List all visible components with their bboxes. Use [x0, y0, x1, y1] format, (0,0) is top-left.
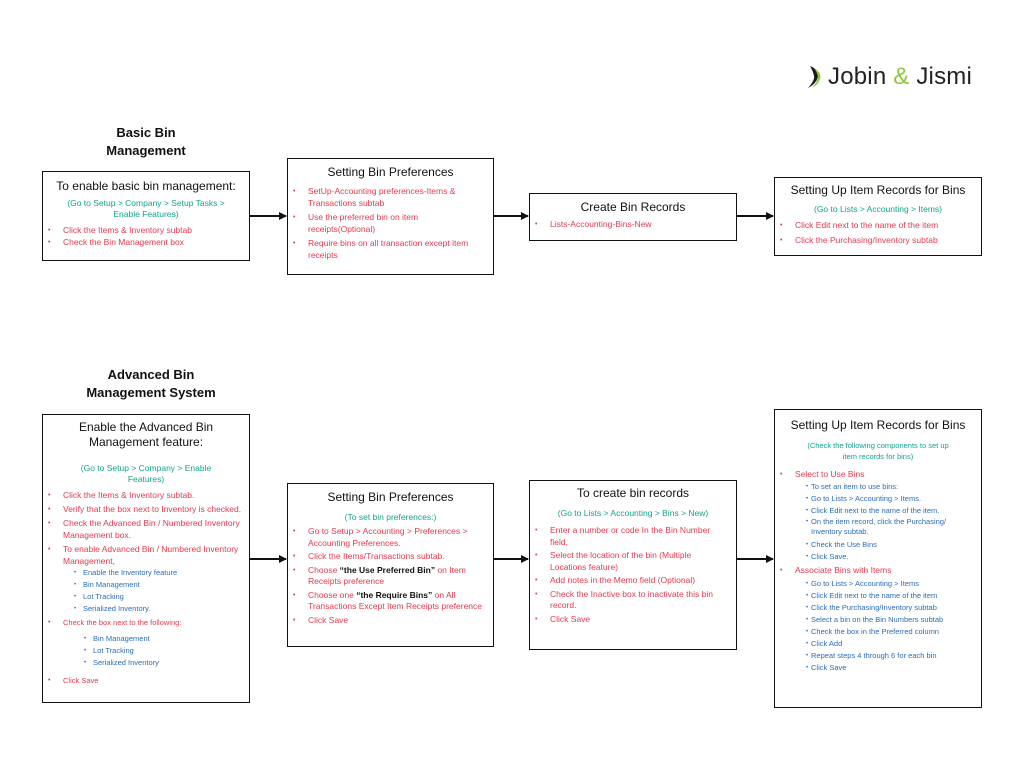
- list-item: Select to Use Bins: [775, 469, 975, 481]
- advanced-create-records-box: To create bin records (Go to Lists > Acc…: [529, 480, 737, 650]
- advanced-item-records-box: Setting Up Item Records for Bins (Check …: [774, 409, 982, 708]
- sub-list-item: Go to Lists > Accounting > Items: [775, 578, 975, 590]
- list-item: Choose one “the Require Bins” on All Tra…: [288, 590, 485, 613]
- sub-list-item: To set an item to use bins:: [775, 481, 975, 493]
- logo-text: Jobin & Jismi: [828, 63, 972, 90]
- box-heading: To create bin records: [576, 486, 690, 500]
- sub-list-item: Serialized Inventory.: [43, 603, 243, 615]
- advanced-section-title: Advanced Bin Management System: [86, 367, 216, 400]
- step-list: Go to Setup > Accounting > Preferences >…: [288, 526, 493, 626]
- list-item: Click Save: [288, 615, 485, 627]
- sub-list-item: Click Save.: [775, 551, 975, 563]
- sub-list-item: Repeat steps 4 through 6 for each bin: [775, 650, 975, 662]
- list-item: Check the Advanced Bin / Numbered Invent…: [43, 518, 243, 541]
- box-heading: Enable the Advanced Bin Management featu…: [78, 420, 214, 449]
- sub-list-item: Lot Tracking: [43, 591, 243, 603]
- sub-list-item: Click Edit next to the name of the item: [775, 590, 975, 602]
- box-note: (To set bin preferences:): [344, 512, 437, 522]
- list-item: Click the Purchasing/Inventory subtab: [775, 235, 981, 247]
- list-item: Check the Bin Management box: [43, 237, 249, 249]
- list-item: Associate Bins with Items: [775, 565, 975, 577]
- list-item: Check the Inactive box to inactivate thi…: [530, 589, 728, 612]
- step-list: Click the Items & Inventory subtab. Veri…: [43, 490, 249, 686]
- sub-list-item: Check the box in the Preferred column: [775, 626, 975, 638]
- box-heading: Setting Up Item Records for Bins: [790, 418, 966, 432]
- sub-list-item: On the item record, click the Purchasing…: [775, 517, 975, 537]
- list-item: Go to Setup > Accounting > Preferences >…: [288, 526, 485, 549]
- box-heading: Create Bin Records: [580, 200, 686, 214]
- basic-create-records-box: Create Bin Records Lists-Accounting-Bins…: [529, 193, 737, 241]
- logo-mark-icon: [806, 64, 824, 90]
- step-list: Enter a number or code In the Bin Number…: [530, 525, 736, 625]
- box-heading: Setting Bin Preferences: [327, 165, 454, 179]
- list-item: Require bins on all transaction except i…: [288, 238, 485, 261]
- sub-list-item: Serialized Inventory: [43, 657, 243, 669]
- list-item: Click Edit next to the name of the item: [775, 220, 981, 232]
- sub-list-item: Click the Purchasing/Inventory subtab: [775, 602, 975, 614]
- list-item: SetUp-Accounting preferences-Items & Tra…: [288, 186, 485, 209]
- basic-item-records-box: Setting Up Item Records for Bins (Go to …: [774, 177, 982, 256]
- basic-section-title: Basic Bin Management: [106, 125, 186, 158]
- sub-list-item: Enable the Inventory feature: [43, 567, 243, 579]
- list-item: Click Save: [43, 675, 243, 687]
- sub-list-item: Click Add: [775, 638, 975, 650]
- basic-preferences-box: Setting Bin Preferences SetUp-Accounting…: [287, 158, 494, 275]
- list-item: Click the Items & Inventory subtab.: [43, 490, 243, 502]
- list-item: Click Save: [530, 614, 728, 626]
- advanced-preferences-box: Setting Bin Preferences (To set bin pref…: [287, 483, 494, 647]
- box-note: (Go to Lists > Accounting > Bins > New): [557, 508, 709, 518]
- list-item: Lists-Accounting-Bins-New: [530, 219, 736, 231]
- list-item: Add notes in the Memo field (Optional): [530, 575, 728, 587]
- list-item: Click the Items/Transactions subtab.: [288, 551, 485, 563]
- sub-list-item: Click Edit next to the name of the item.: [775, 505, 975, 517]
- list-item: Click the Items & Inventory subtab: [43, 225, 249, 237]
- sub-list-item: Check the Use Bins: [775, 539, 975, 551]
- list-item: Choose “the Use Preferred Bin” on Item R…: [288, 565, 485, 588]
- sub-list-item: Select a bin on the Bin Numbers subtab: [775, 614, 975, 626]
- list-item: Select the location of the bin (Multiple…: [530, 550, 728, 573]
- step-list: SetUp-Accounting preferences-Items & Tra…: [288, 186, 493, 261]
- box-note: (Go to Setup > Company > Enable Features…: [80, 463, 212, 484]
- sub-list-item: Bin Management: [43, 633, 243, 645]
- step-list: Select to Use Bins To set an item to use…: [775, 469, 981, 674]
- step-list: Lists-Accounting-Bins-New: [530, 219, 736, 231]
- list-item: Use the preferred bin on item receipts(O…: [288, 212, 485, 235]
- step-list: Click Edit next to the name of the item …: [775, 220, 981, 246]
- box-note: (Go to Lists > Accounting > Items): [813, 204, 943, 214]
- box-heading: Setting Up Item Records for Bins: [790, 183, 966, 197]
- sub-list-item: Bin Management: [43, 579, 243, 591]
- box-heading: To enable basic bin management:: [56, 179, 236, 193]
- list-item: To enable Advanced Bin / Numbered Invent…: [43, 544, 243, 567]
- sub-list-item: Click Save: [775, 662, 975, 674]
- sub-list-item: Go to Lists > Accounting > Items.: [775, 493, 975, 505]
- list-item: Enter a number or code In the Bin Number…: [530, 525, 728, 548]
- box-note: (Check the following components to set u…: [807, 441, 949, 461]
- box-note: (Go to Setup > Company > Setup Tasks > E…: [67, 198, 225, 219]
- basic-enable-box: To enable basic bin management: (Go to S…: [42, 171, 250, 261]
- list-item: Check the box next to the following:: [43, 617, 243, 629]
- company-logo: Jobin & Jismi: [806, 60, 996, 94]
- box-heading: Setting Bin Preferences: [327, 490, 454, 504]
- list-item: Verify that the box next to Inventory is…: [43, 504, 243, 516]
- advanced-enable-box: Enable the Advanced Bin Management featu…: [42, 414, 250, 703]
- sub-list-item: Lot Tracking: [43, 645, 243, 657]
- step-list: Click the Items & Inventory subtab Check…: [43, 225, 249, 248]
